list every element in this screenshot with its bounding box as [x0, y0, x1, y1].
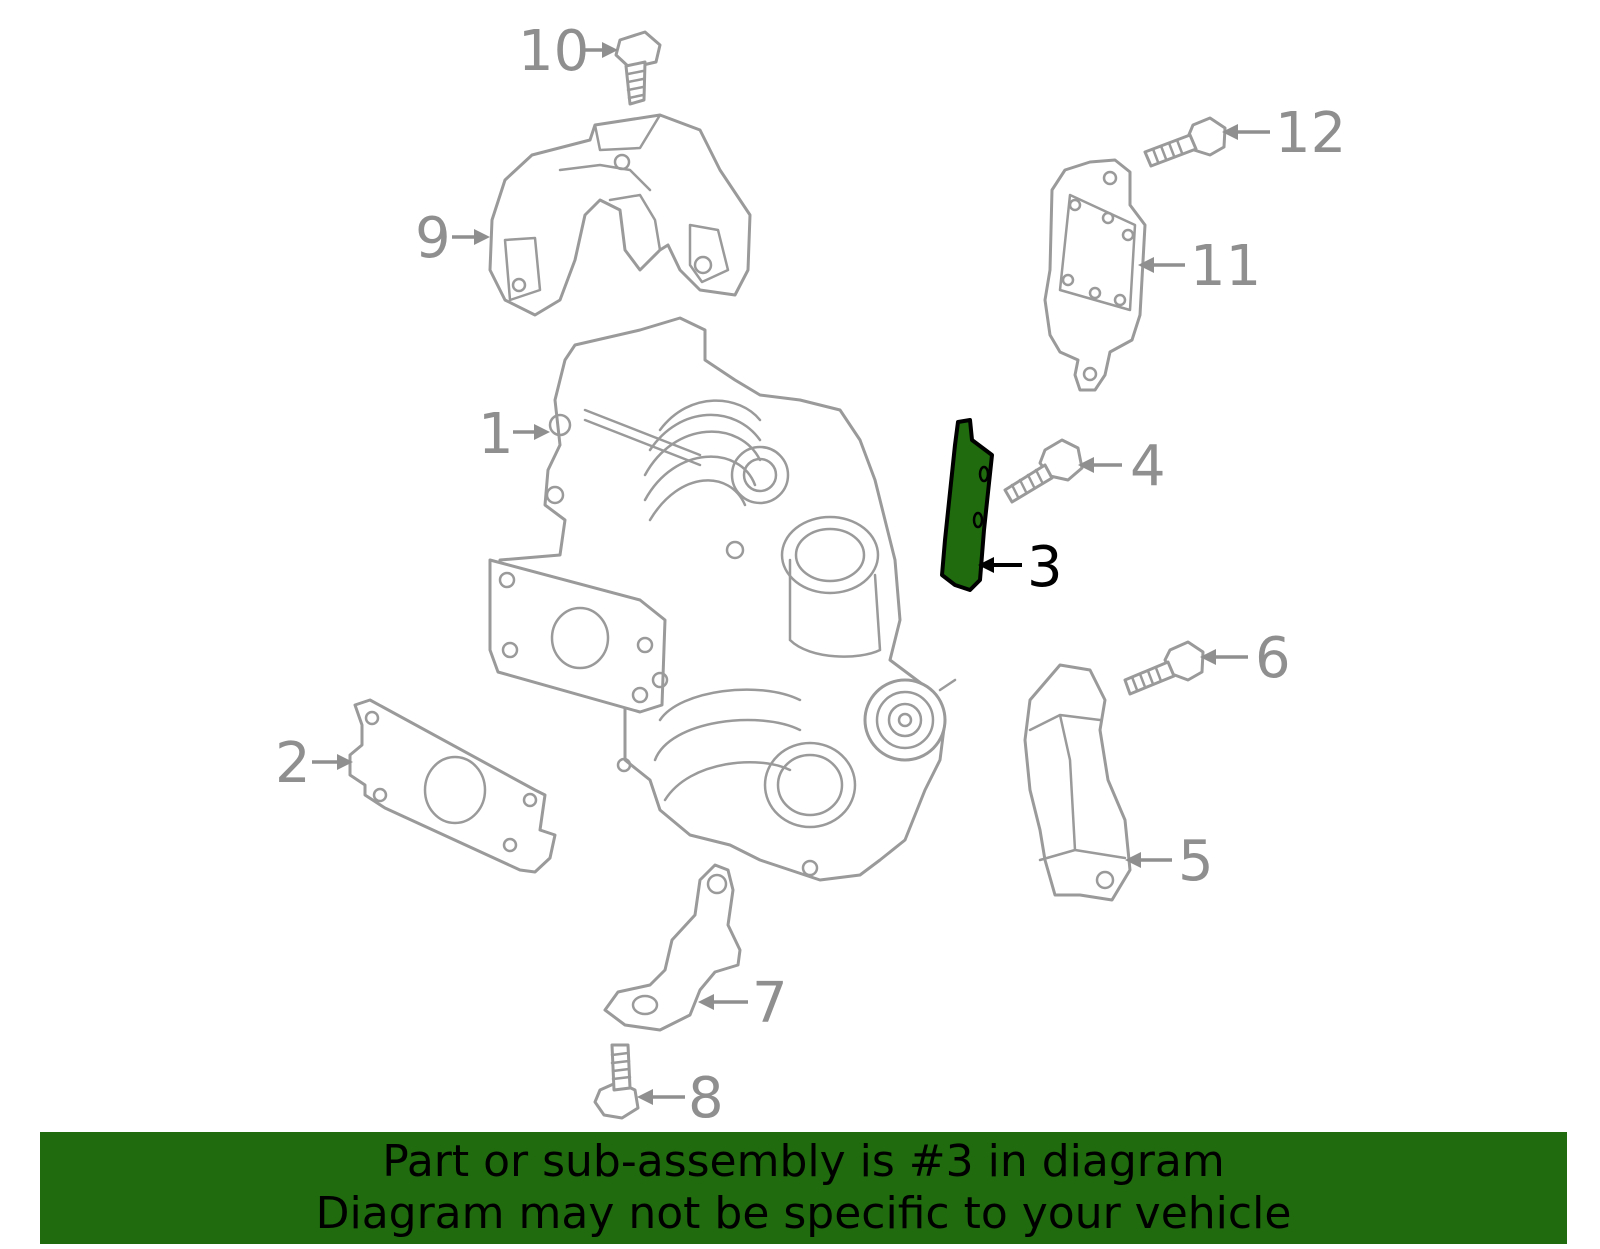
- banner-line-2: Diagram may not be specific to your vehi…: [315, 1188, 1292, 1239]
- callout-3[interactable]: 3: [978, 535, 1063, 600]
- svg-text:11: 11: [1190, 234, 1261, 299]
- banner-line-1: Part or sub-assembly is #3 in diagram: [382, 1136, 1225, 1187]
- svg-text:4: 4: [1130, 434, 1166, 499]
- svg-text:1: 1: [478, 402, 514, 467]
- part-12-bolt: [1143, 116, 1227, 168]
- part-9-heat-shield: [488, 113, 752, 317]
- part-8-bolt: [593, 1043, 640, 1120]
- callout-1[interactable]: 1: [478, 402, 550, 467]
- svg-text:6: 6: [1255, 626, 1291, 691]
- part-3-bracket: [940, 418, 994, 592]
- svg-text:8: 8: [688, 1066, 724, 1131]
- svg-text:2: 2: [275, 731, 311, 796]
- callout-5[interactable]: 5: [1125, 829, 1214, 894]
- callout-7[interactable]: 7: [698, 971, 788, 1036]
- callout-10[interactable]: 10: [518, 19, 618, 84]
- callout-12[interactable]: 12: [1222, 101, 1346, 166]
- svg-text:12: 12: [1275, 101, 1346, 166]
- svg-text:7: 7: [752, 971, 788, 1036]
- callout-4[interactable]: 4: [1078, 434, 1166, 499]
- part-10-bolt: [614, 30, 662, 106]
- svg-text:5: 5: [1178, 829, 1214, 894]
- part-2-gasket: [348, 698, 557, 874]
- svg-text:9: 9: [415, 206, 451, 271]
- part-4-bolt: [1003, 438, 1084, 504]
- info-banner: Part or sub-assembly is #3 in diagram Di…: [40, 1132, 1567, 1244]
- callout-6[interactable]: 6: [1200, 626, 1291, 691]
- part-11-module: [1043, 158, 1147, 392]
- callout-9[interactable]: 9: [415, 206, 490, 271]
- svg-text:3: 3: [1027, 535, 1063, 600]
- callout-8[interactable]: 8: [637, 1066, 724, 1131]
- callout-11[interactable]: 11: [1138, 234, 1261, 299]
- part-6-bolt: [1123, 640, 1205, 696]
- part-5-bracket: [1023, 663, 1132, 902]
- svg-text:10: 10: [518, 19, 589, 84]
- part-7-bracket: [603, 863, 742, 1032]
- part-1-turbocharger: [488, 316, 957, 882]
- callout-2[interactable]: 2: [275, 731, 353, 796]
